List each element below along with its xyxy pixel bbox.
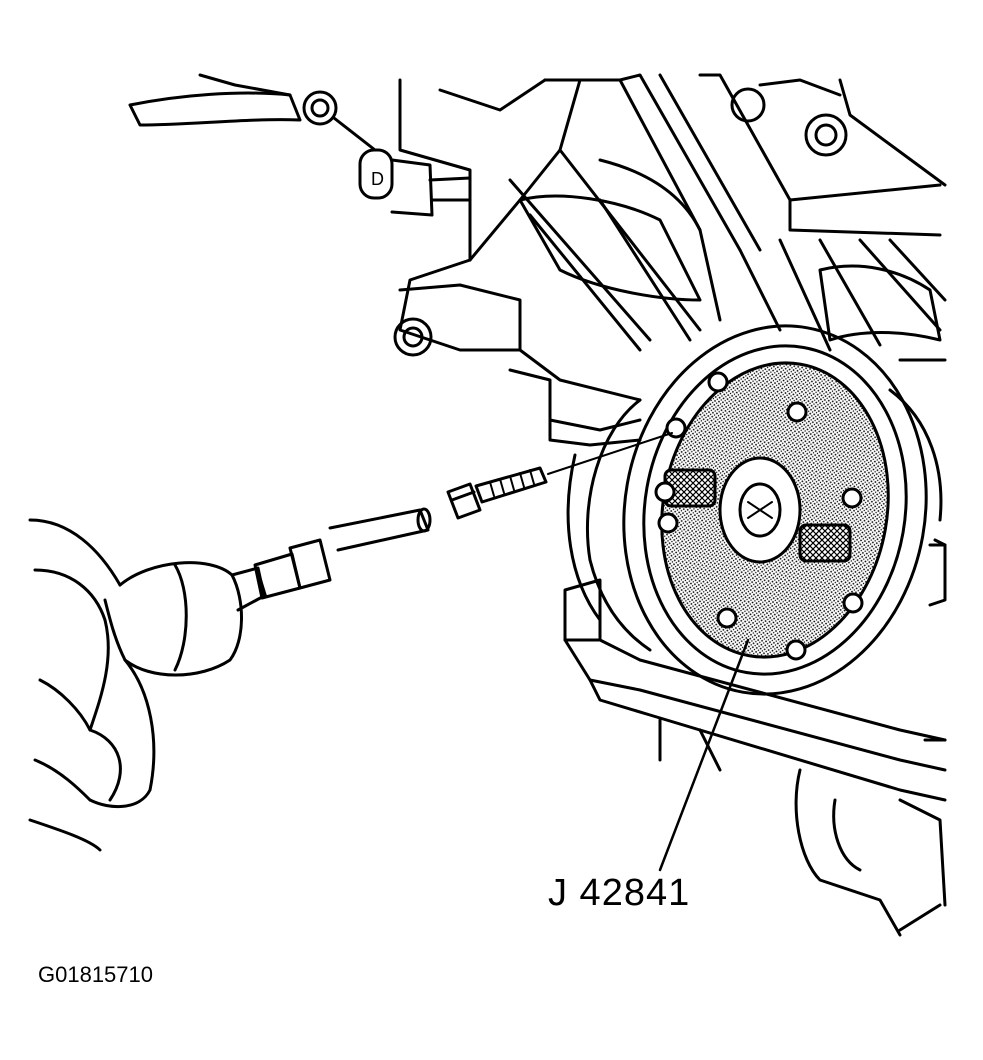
plate-bolt-8 [657, 512, 679, 534]
installation-bolt [446, 432, 673, 520]
svg-text:D: D [371, 169, 384, 189]
callout-leader [658, 638, 750, 872]
seal-housing [566, 324, 928, 696]
seal-installer-tool [654, 361, 890, 661]
plate-bolt-6 [716, 607, 738, 629]
plate-bolt-7 [654, 481, 676, 503]
plate-bolt-4 [842, 592, 864, 614]
driver-tool [28, 507, 432, 852]
plate-bolt-1 [707, 371, 729, 393]
plate-bolt-5 [785, 639, 807, 661]
oil-pan [563, 543, 947, 937]
tool-callout-label: J 42841 [548, 872, 691, 914]
plate-bolt-3 [841, 487, 863, 509]
engine-block: D [128, 73, 947, 607]
figure-id: G01815710 [38, 962, 153, 987]
plate-bolt-2 [786, 401, 808, 423]
